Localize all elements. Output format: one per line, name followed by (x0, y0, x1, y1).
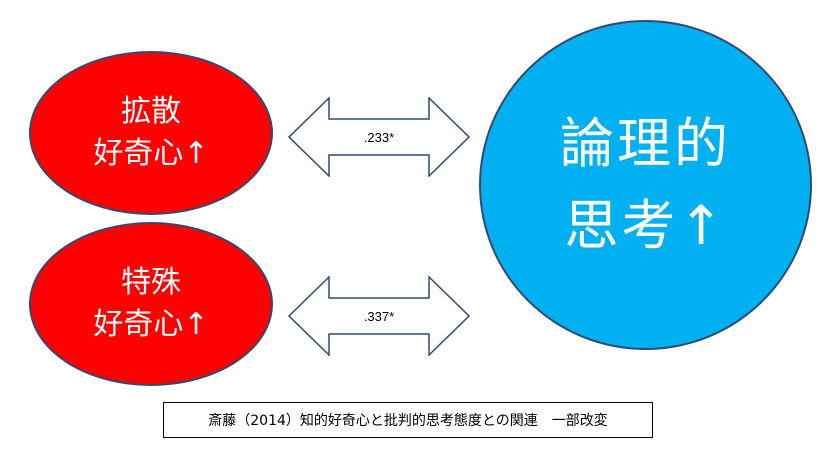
logical-thinking-node: 論理的 思考↑ (479, 20, 812, 350)
specific-curiosity-line1: 特殊 (121, 265, 181, 300)
diverse-curiosity-node: 拡散 好奇心↑ (29, 51, 273, 215)
double-arrow-icon (288, 97, 470, 177)
diverse-curiosity-line2: 好奇心↑ (93, 136, 209, 171)
diverse-logical-correlation-label: .233* (363, 129, 395, 145)
diverse-curiosity-line1: 拡散 (121, 94, 181, 129)
double-arrow-icon (288, 276, 470, 356)
specific-logical-correlation-label: .337* (363, 308, 395, 324)
specific-curiosity-node: 特殊 好奇心↑ (29, 222, 273, 386)
logical-thinking-line1: 論理的 (560, 112, 731, 175)
logical-thinking-line2: 思考↑ (564, 194, 727, 257)
specific-curiosity-line2: 好奇心↑ (93, 307, 209, 342)
source-citation: 斎藤（2014）知的好奇心と批判的思考態度との関連 一部改変 (163, 402, 653, 438)
specific-logical-double-arrow: .337* (288, 276, 470, 356)
diverse-logical-double-arrow: .233* (288, 97, 470, 177)
